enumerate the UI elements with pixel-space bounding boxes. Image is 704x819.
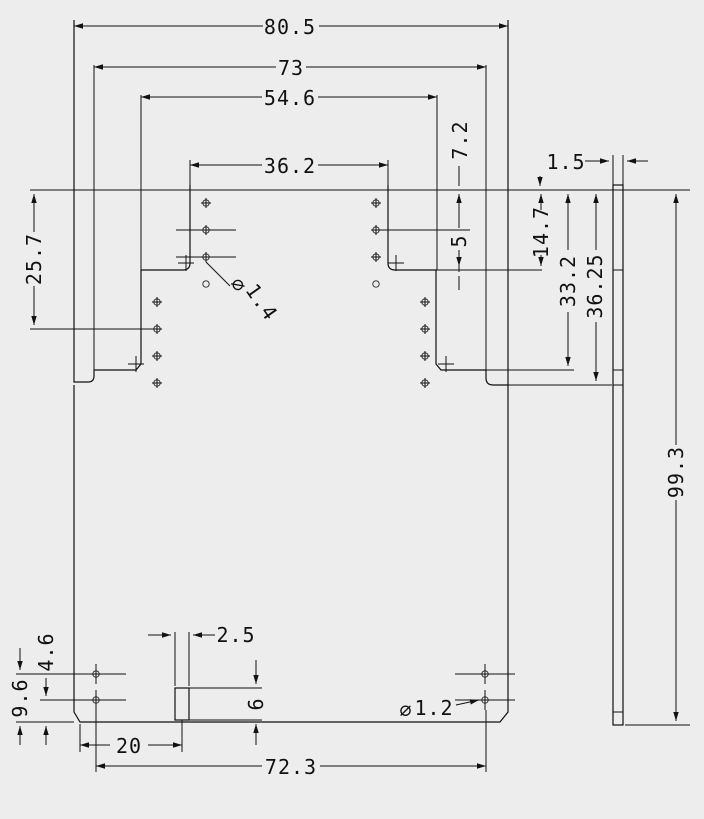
dim-overall-width: 80.5 [264,15,316,39]
dim-bottom-hole-9-6: 9.6 [8,678,32,717]
dim-bottom-hole-span: 72.3 [265,755,317,779]
dim-slot-width: 2.5 [216,623,255,647]
diameter-symbol-bottom: ⌀ [399,698,412,722]
dimension-labels: 80.5 73 54.6 36.2 1.5 25.7 7.2 5 14.7 33… [8,15,688,779]
part-outline [73,20,509,723]
dim-overall-height: 99.3 [664,446,688,498]
dim-left-height: 25.7 [22,233,46,285]
dim-top-hole-span: 36.2 [264,154,316,178]
dimension-lines [16,23,690,772]
dim-right-offset: 7.2 [448,120,472,159]
dim-height-36-25: 36.25 [583,253,607,318]
dim-hole-dia-bottom: 1.2 [414,696,453,720]
dim-bottom-hole-4-6: 4.6 [34,632,58,671]
mounting-holes [64,198,515,721]
dim-height-14-7: 14.7 [529,206,553,258]
dim-slot-offset: 20 [116,734,142,758]
dim-thickness: 1.5 [546,150,585,174]
dim-slot-span: 73 [278,56,304,80]
dim-slot-height: 6 [244,697,268,710]
dim-hole-pitch: 5 [447,234,471,247]
dim-height-33-2: 33.2 [556,255,580,307]
dim-inner-span: 54.6 [264,86,316,110]
side-view [612,184,624,726]
